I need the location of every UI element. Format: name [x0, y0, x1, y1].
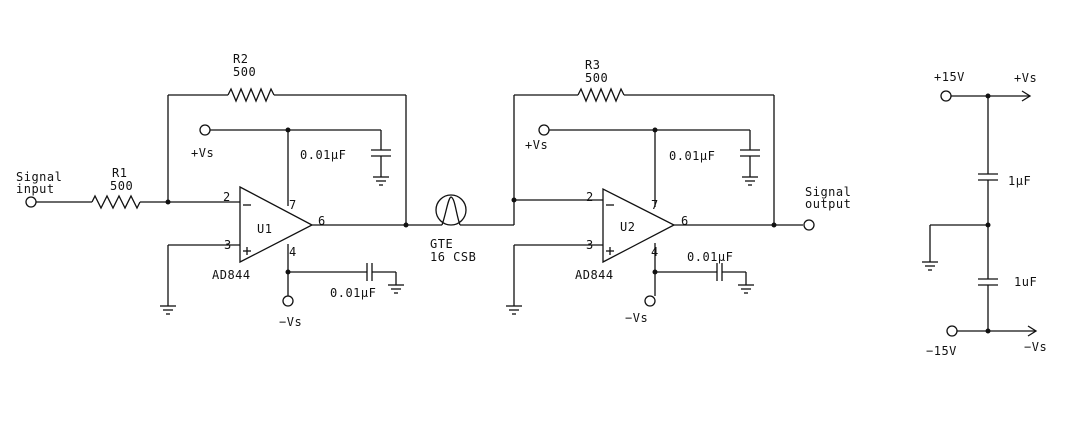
r1-resistor [91, 194, 141, 210]
u2-pin-label: 7 [651, 198, 659, 212]
u2-pin-label: 2 [586, 190, 594, 204]
vs-pos-label: +Vs [1014, 71, 1037, 85]
signal-output-terminal [803, 219, 815, 231]
r2-value-label: 500 [233, 65, 256, 79]
neg15-label: −15V [926, 344, 957, 358]
u1-opamp [239, 185, 314, 264]
u1-top-cap-label: 0.01µF [300, 148, 346, 162]
line-label: 16 CSB [430, 250, 476, 264]
stage-2 [506, 87, 815, 315]
signal-input-label: input [16, 182, 55, 196]
r3-resistor [577, 87, 625, 103]
u1-vneg-label: −Vs [279, 315, 302, 329]
u1-pin-label: 2 [223, 190, 231, 204]
u1-pin-label: 7 [289, 198, 297, 212]
u2-part-label: AD844 [575, 268, 614, 282]
u1-pin-label: 6 [318, 214, 326, 228]
r3-value-label: 500 [585, 71, 608, 85]
u1-ref-label: U1 [257, 222, 272, 236]
u1-part-label: AD844 [212, 268, 251, 282]
u2-bottom-cap-label: 0.01µF [687, 250, 733, 264]
u2-opamp [602, 187, 676, 264]
pos15-label: +15V [934, 70, 965, 84]
r3-ref-label: R3 [585, 58, 600, 72]
ground-icon [160, 305, 176, 315]
signal-input-terminal [25, 196, 37, 208]
u2-pin-label: 4 [651, 245, 659, 259]
r1-value-label: 500 [110, 179, 133, 193]
u2-bottom-capacitor [716, 263, 723, 281]
ground-icon [738, 284, 754, 294]
u1-pin-label: 3 [224, 238, 232, 252]
u1-vpos-terminal [199, 124, 211, 136]
u1-vpos-label: +Vs [191, 146, 214, 160]
u1-top-capacitor [371, 149, 391, 157]
ground-icon [506, 305, 522, 315]
ground-icon [742, 176, 758, 186]
u2-pin-label: 3 [586, 238, 594, 252]
pos15-terminal [940, 90, 952, 102]
u2-top-capacitor [740, 149, 760, 157]
stage-1 [25, 87, 442, 315]
supply-top-cap-label: 1µF [1008, 174, 1031, 188]
r2-resistor [227, 87, 275, 103]
u2-vneg-label: −Vs [625, 311, 648, 325]
signal-input-label: Signal [16, 170, 62, 184]
power-supply [922, 90, 1038, 337]
signal-output-label: output [805, 197, 851, 211]
u2-vpos-label: +Vs [525, 138, 548, 152]
signal-output-label: Signal [805, 185, 851, 199]
u1-pin-label: 4 [289, 245, 297, 259]
u2-top-cap-label: 0.01µF [669, 149, 715, 163]
ground-icon [922, 261, 938, 271]
r1-ref-label: R1 [112, 166, 127, 180]
supply-bottom-capacitor [978, 278, 998, 286]
line-label: GTE [430, 237, 453, 251]
u2-vpos-terminal [538, 124, 550, 136]
supply-top-capacitor [978, 173, 998, 181]
u1-vneg-terminal [282, 295, 294, 307]
ground-icon [373, 176, 389, 186]
r2-ref-label: R2 [233, 52, 248, 66]
vs-neg-label: −Vs [1024, 340, 1047, 354]
ground-icon [388, 284, 404, 294]
transmission-line [435, 194, 514, 226]
u2-vneg-terminal [644, 295, 656, 307]
u2-pin-label: 6 [681, 214, 689, 228]
u1-bottom-capacitor [366, 263, 373, 281]
u2-ref-label: U2 [620, 220, 635, 234]
supply-bottom-cap-label: 1uF [1014, 275, 1037, 289]
u1-bottom-cap-label: 0.01µF [330, 286, 376, 300]
neg15-terminal [946, 325, 958, 337]
